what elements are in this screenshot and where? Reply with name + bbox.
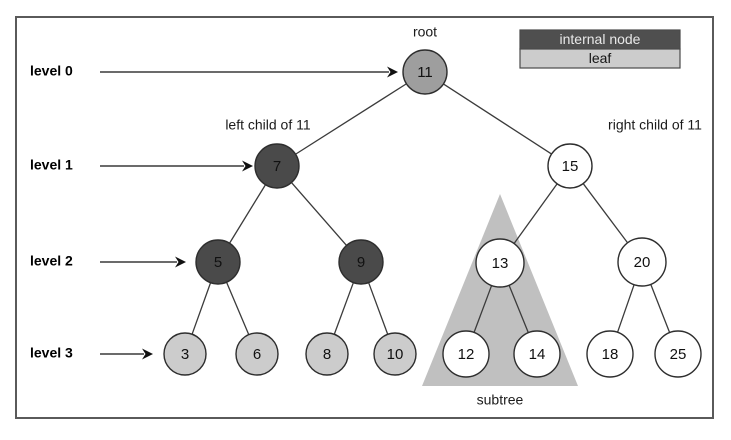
- tree-node-5[interactable]: 5: [195, 239, 241, 285]
- node-value-3: 3: [181, 346, 189, 363]
- tree-edge-20-18: [616, 283, 636, 334]
- annotation-labels: root left child of 11 right child of 11 sub…: [225, 24, 702, 408]
- node-circle-13: [475, 238, 525, 288]
- legend: internal node leaf: [519, 29, 681, 69]
- level-markers: level 0 level 1 level 2 level 3: [30, 63, 398, 361]
- node-value-15: 15: [562, 158, 579, 175]
- tree-node-11[interactable]: 11: [402, 49, 448, 95]
- level-arrowhead-3: [142, 348, 153, 360]
- tree-edge-13-12: [473, 284, 493, 334]
- tree-edge-9-10: [367, 281, 389, 336]
- node-circle-5: [195, 239, 241, 285]
- node-circle-9: [338, 239, 384, 285]
- level-arrowhead-0: [387, 66, 398, 78]
- legend-label-0: internal node: [560, 31, 641, 47]
- tree-node-12[interactable]: 12: [442, 330, 490, 378]
- node-value-11: 11: [417, 64, 433, 81]
- figure-border: [15, 16, 714, 419]
- legend-swatch-1: [519, 48, 681, 69]
- node-value-18: 18: [602, 346, 619, 363]
- level-marker-1: level 1: [30, 157, 253, 173]
- tree-node-20[interactable]: 20: [617, 237, 667, 287]
- tree-node-13[interactable]: 13: [475, 238, 525, 288]
- tree-node-6[interactable]: 6: [235, 332, 279, 376]
- tree-node-10[interactable]: 10: [373, 332, 417, 376]
- node-value-8: 8: [323, 346, 331, 363]
- level-label-1: level 1: [30, 157, 73, 173]
- node-circle-8: [305, 332, 349, 376]
- tree-node-25[interactable]: 25: [654, 330, 702, 378]
- tree-node-18[interactable]: 18: [586, 330, 634, 378]
- tree-edge-13-14: [508, 284, 530, 334]
- node-circle-11: [402, 49, 448, 95]
- node-circle-20: [617, 237, 667, 287]
- tree-node-3[interactable]: 3: [163, 332, 207, 376]
- tree-node-7[interactable]: 7: [254, 143, 300, 189]
- node-circle-25: [654, 330, 702, 378]
- tree-edge-20-25: [649, 283, 671, 334]
- node-circle-10: [373, 332, 417, 376]
- node-value-5: 5: [214, 254, 222, 271]
- node-value-12: 12: [458, 346, 475, 363]
- node-circle-12: [442, 330, 490, 378]
- tree-edge-15-20: [582, 182, 629, 244]
- tree-edge-11-7: [294, 82, 408, 156]
- tree-edge-15-13: [512, 182, 559, 245]
- tree-edge-9-8: [333, 281, 355, 336]
- left-child-label: left child of 11: [225, 117, 311, 133]
- right-child-label: right child of 11: [608, 117, 702, 133]
- subtree-label: subtree: [477, 392, 524, 408]
- node-value-10: 10: [387, 346, 404, 363]
- root-label: root: [413, 24, 437, 40]
- tree-edge-7-5: [228, 183, 267, 245]
- legend-label-1: leaf: [589, 50, 612, 66]
- tree-node-15[interactable]: 15: [547, 143, 593, 189]
- node-value-20: 20: [634, 254, 651, 271]
- tree-nodes: 11 7 15 5 9 13 20 3 6 8 10 12 14 18 25: [163, 49, 702, 378]
- node-circle-3: [163, 332, 207, 376]
- tree-edge-7-9: [290, 181, 348, 247]
- tree-node-14[interactable]: 14: [513, 330, 561, 378]
- node-value-6: 6: [253, 346, 261, 363]
- level-label-2: level 2: [30, 253, 73, 269]
- node-circle-6: [235, 332, 279, 376]
- node-value-7: 7: [273, 158, 281, 175]
- tree-edge-11-15: [442, 82, 553, 156]
- level-arrowhead-2: [175, 256, 186, 268]
- level-arrowhead-1: [242, 160, 253, 172]
- tree-node-9[interactable]: 9: [338, 239, 384, 285]
- node-circle-15: [547, 143, 593, 189]
- node-circle-18: [586, 330, 634, 378]
- tree-edge-5-3: [191, 281, 212, 336]
- level-marker-0: level 0: [30, 63, 398, 79]
- node-circle-7: [254, 143, 300, 189]
- node-circle-14: [513, 330, 561, 378]
- node-value-13: 13: [492, 255, 509, 272]
- level-label-0: level 0: [30, 63, 73, 79]
- level-marker-2: level 2: [30, 253, 186, 269]
- node-value-25: 25: [670, 346, 687, 363]
- tree-edge-5-6: [225, 281, 250, 336]
- tree-edges: [191, 82, 671, 336]
- level-label-3: level 3: [30, 345, 73, 361]
- node-value-9: 9: [357, 254, 365, 271]
- tree-node-8[interactable]: 8: [305, 332, 349, 376]
- node-value-14: 14: [529, 346, 546, 363]
- level-marker-3: level 3: [30, 345, 153, 361]
